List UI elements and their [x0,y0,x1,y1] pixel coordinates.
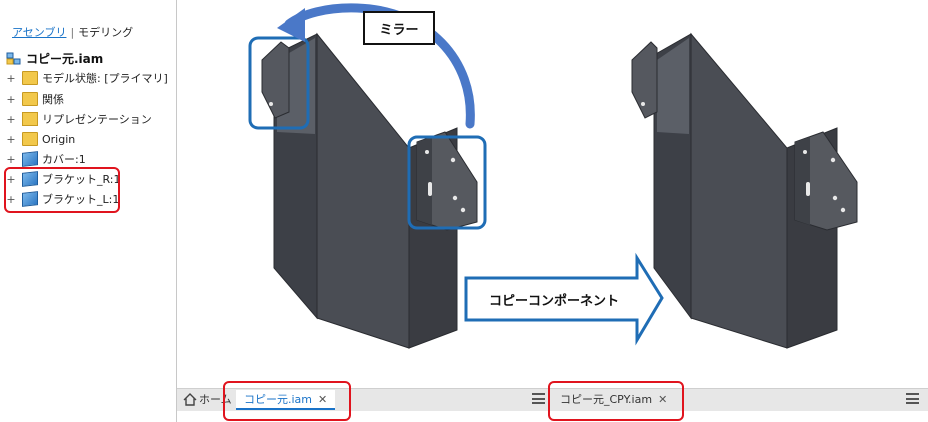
tree-item-representation[interactable]: + リプレゼンテーション [6,110,152,128]
source-tab-highlight [223,381,351,421]
tree-item-label: モデル状態: [プライマリ] [42,72,168,85]
close-icon[interactable]: ✕ [318,392,328,406]
tree-root-label: コピー元.iam [26,52,104,66]
expand-icon[interactable]: + [6,112,16,126]
expand-icon[interactable]: + [6,71,16,85]
tab-separator: | [70,26,75,39]
mirror-arrow-head [277,8,305,42]
tab-copy-label: コピー元_CPY.iam [560,393,653,406]
source-model[interactable] [261,32,478,349]
tab-modeling[interactable]: モデリング [78,26,134,39]
tab-source-document[interactable]: コピー元.iam ✕ [236,390,336,410]
folder-icon [22,71,38,85]
tab-copy-document[interactable]: コピー元_CPY.iam ✕ [560,390,667,408]
tree-item-label: ブラケット_L:1 [42,193,120,206]
expand-icon[interactable]: + [6,132,16,146]
document-tab-bar [177,388,928,411]
document-menu-icon[interactable] [532,393,545,404]
assembly-icon [6,52,21,64]
tree-item-label: Origin [42,132,76,146]
bracket-highlight-box [4,167,120,213]
tree-item-origin[interactable]: + Origin [6,130,75,148]
tree-item-cover[interactable]: + カバー:1 [6,150,86,168]
tree-item-label: ブラケット_R:1 [42,173,121,186]
tree-root[interactable]: コピー元.iam [6,50,103,67]
mirror-target-highlight [407,135,487,230]
document-menu-icon-right[interactable] [906,393,919,404]
tree-item-label: リプレゼンテーション [42,113,152,126]
tree-item-bracket-r[interactable]: + ブラケット_R:1 [6,170,121,188]
tab-source-label: コピー元.iam [244,393,313,406]
representation-icon [22,112,38,126]
tree-item-bracket-l[interactable]: + ブラケット_L:1 [6,190,119,208]
folder-icon [22,92,38,106]
tab-assembly[interactable]: アセンブリ [12,26,67,39]
home-icon [183,392,197,406]
mirror-source-highlight [248,36,310,130]
part-icon [22,151,38,167]
folder-icon [22,132,38,146]
tree-item-model-state[interactable]: + モデル状態: [プライマリ] [6,69,168,87]
browser-tabs: アセンブリ|モデリング [12,24,133,40]
close-icon[interactable]: ✕ [658,392,668,406]
expand-icon[interactable]: + [6,172,16,186]
copy-arrow-shape [464,252,664,346]
copy-model[interactable] [631,32,858,349]
model-browser: アセンブリ|モデリング コピー元.iam + モデル状態: [プライマリ] + … [0,0,177,422]
viewport-scene [248,3,858,349]
expand-icon[interactable]: + [6,92,16,106]
copy-tab-highlight [548,381,684,421]
tree-item-relations[interactable]: + 関係 [6,90,64,108]
tree-item-label: 関係 [42,93,64,106]
graphics-viewport[interactable]: ミラー コピーコンポーネント [177,0,928,388]
expand-icon[interactable]: + [6,192,16,206]
copy-component-label: コピーコンポーネント [488,293,619,309]
mirror-label: ミラー [363,11,435,45]
expand-icon[interactable]: + [6,152,16,166]
tree-item-label: カバー:1 [42,153,86,166]
